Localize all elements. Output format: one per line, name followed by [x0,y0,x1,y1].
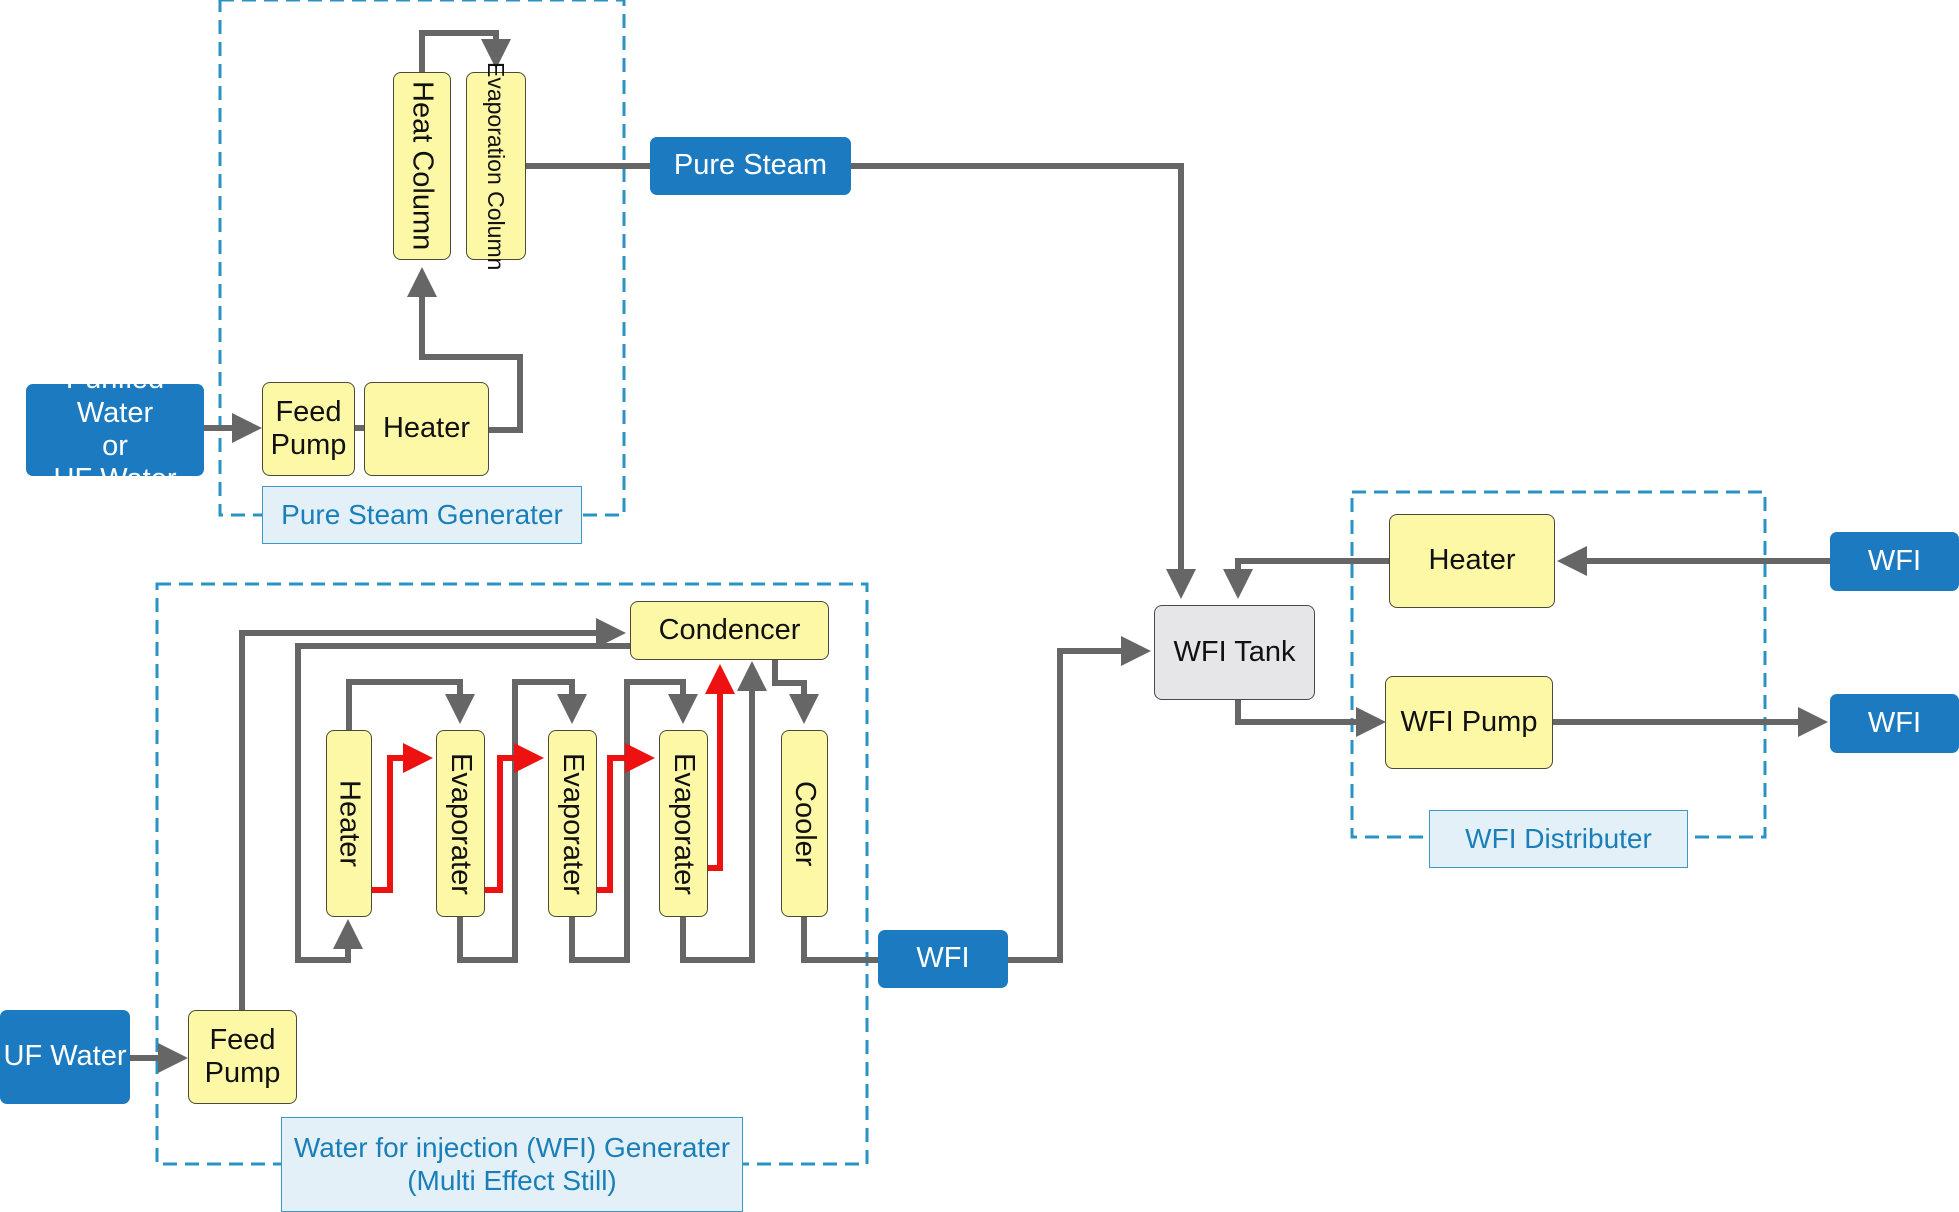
wfi-output: WFI [1830,694,1959,753]
wfi-input-label: WFI [1867,544,1922,577]
wfi-pump: WFI Pump [1385,676,1553,769]
wfi-heater: Heater [326,730,372,917]
heat-column-label: Heat Column [406,81,439,251]
flow-condenser-to-cooler [772,660,819,724]
wfi-generator-title: Water for injection (WFI) Generater (Mul… [281,1117,743,1212]
wfi-feed-pump-label: Feed Pump [204,1023,281,1089]
pure-steam-feed-pump: Feed Pump [262,382,355,476]
pure-steam-heater-label: Heater [382,412,471,445]
heat-flow-evaporator-3-to-condenser [705,664,735,871]
heat-flow-heater-to-evaporator-1 [372,743,433,893]
purified-water-source: Purified Water or UF Water [26,363,204,495]
distributer-heater: Heater [1389,514,1555,608]
uf-water-label: UF Water [3,1040,127,1073]
flow-heat-column-to-evaporation-column [419,30,511,72]
flow-wfi-tank-to-wfi-pump [1235,700,1386,737]
heat-flow-evaporator-2-to-evaporator-3 [597,743,655,893]
wfi-tank: WFI Tank [1154,605,1315,700]
pure-steam-generator-boundary [218,0,626,517]
cooler: Cooler [781,730,828,917]
condenser: Condencer [630,601,829,660]
evaporation-column-label: Evaporation Column [483,61,510,271]
pure-steam-heater: Heater [364,382,489,476]
wfi-generator-boundary [155,582,869,1166]
wfi-pump-label: WFI Pump [1400,705,1538,738]
evaporation-column: Evaporation Column [466,62,526,270]
pure-steam-generator-title: Pure Steam Generater [262,486,582,544]
distributer-heater-label: Heater [1428,544,1516,577]
evaporator-1: Evaporater [436,730,485,917]
evaporator-2-label: Evaporater [557,752,590,895]
wfi-generator-output: WFI [878,930,1008,988]
pure-steam-feed-pump-label: Feed Pump [270,395,347,461]
wfi-distributer-title: WFI Distributer [1429,810,1688,868]
flow-heater-to-evaporator-1 [346,679,475,730]
purified-water-label: Purified Water or UF Water [53,363,177,496]
wfi-generator-output-label: WFI [916,942,970,975]
evaporator-3: Evaporater [659,730,708,917]
pure-steam-generator-title-text: Pure Steam Generater [281,498,563,530]
wfi-feed-pump: Feed Pump [188,1010,297,1104]
pure-steam-label: Pure Steam [673,149,828,182]
wfi-distributer-title-text: WFI Distributer [1465,822,1652,854]
flow-wfi-to-wfi-tank [1008,636,1151,963]
evaporator-1-label: Evaporater [445,752,478,895]
heat-column: Heat Column [393,72,451,260]
flow-heater-to-heat-column [407,267,523,433]
wfi-heater-label: Heater [333,779,366,868]
evaporator-2: Evaporater [548,730,597,917]
wfi-output-label: WFI [1867,706,1922,739]
pure-steam-output: Pure Steam [650,137,851,195]
flow-condenser-loop-to-heater [295,643,630,963]
wfi-generator-title-text: Water for injection (WFI) Generater (Mul… [293,1132,731,1196]
heat-flow-evaporator-1-to-evaporator-2 [485,743,544,893]
flow-feed-pump-to-condenser [239,618,626,1012]
flow-evaporator-2-to-evaporator-3 [569,679,698,963]
uf-water-source: UF Water [0,1010,130,1104]
flow-evaporator-3-return [680,661,767,963]
flow-heater-to-wfi-tank [1223,558,1389,599]
wfi-distributer-boundary [1350,490,1767,839]
flow-cooler-to-wfi [801,917,878,963]
wfi-tank-label: WFI Tank [1173,635,1296,668]
wfi-input: WFI [1830,532,1959,591]
condenser-label: Condencer [658,613,801,646]
evaporator-3-label: Evaporater [668,752,701,895]
flow-evaporator-1-to-evaporator-2 [457,679,587,963]
flow-pure-steam-to-wfi-tank [851,163,1196,599]
cooler-label: Cooler [789,780,822,867]
